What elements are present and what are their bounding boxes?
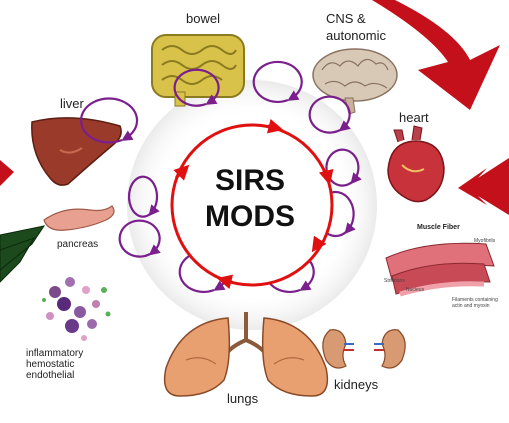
cns-label-line-2: autonomic: [326, 29, 386, 43]
green-arrow: [0, 226, 44, 282]
kidneys-image: [323, 330, 405, 368]
pancreas-label: pancreas: [57, 238, 98, 252]
center-title: SIRS MODS: [190, 163, 310, 235]
inflammatory-label-line-1: inflammatory: [26, 348, 83, 359]
blood-cells-image: [42, 277, 111, 341]
muscle-fiber-title: Muscle Fiber: [417, 224, 460, 231]
cns-label-line-1: CNS &: [326, 12, 366, 26]
kidneys-label: kidneys: [334, 378, 378, 392]
liver-label: liver: [60, 97, 84, 111]
liver-image: [32, 118, 121, 185]
right-arrow: [458, 158, 509, 215]
heart-image: [388, 126, 444, 202]
myofibrils-label: Myofibrils: [474, 238, 495, 244]
lungs-label: lungs: [227, 392, 258, 406]
left-arrow: [0, 160, 14, 186]
striations-label: Striations: [384, 278, 405, 284]
center-line-1: SIRS: [190, 163, 310, 199]
inflammatory-label-line-3: endothelial: [26, 370, 74, 381]
nucleus-label: Nucleus: [406, 287, 424, 293]
filaments-label: Filaments containing actin and myosin: [452, 297, 502, 309]
lungs-image: [165, 312, 328, 396]
white-patch: [48, 384, 130, 402]
center-line-2: MODS: [190, 199, 310, 235]
heart-label: heart: [399, 111, 429, 125]
inflammatory-label-line-2: hemostatic: [26, 359, 74, 370]
pancreas-image: [44, 206, 114, 230]
top-right-arrow: [372, 0, 500, 110]
bowel-label: bowel: [186, 12, 220, 26]
